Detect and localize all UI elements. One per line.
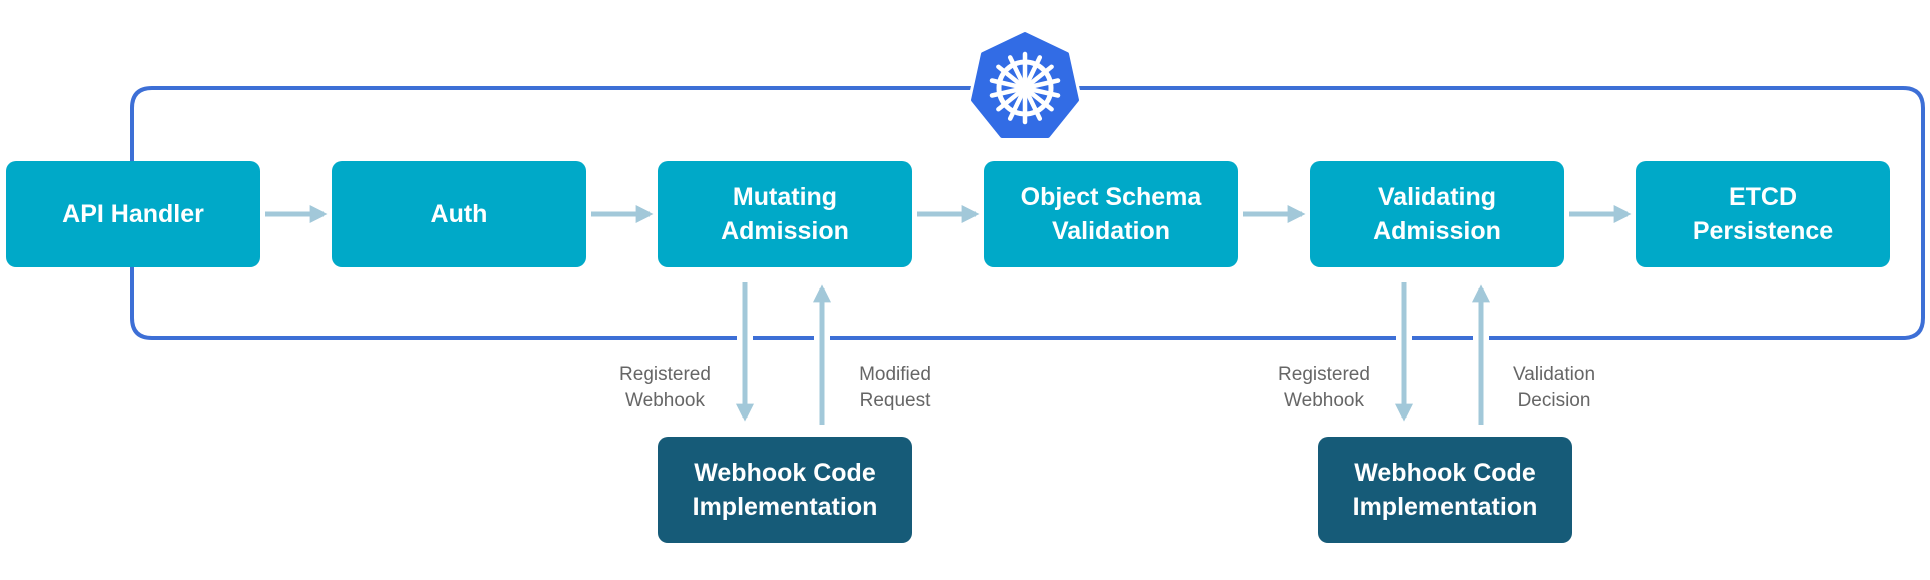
kubernetes-helm-icon [968,29,1082,141]
request-loop-outline [130,86,1925,340]
validating-webhook-implementation: Webhook Code Implementation [1318,437,1572,543]
mutating-webhook-implementation: Webhook Code Implementation [658,437,912,543]
mutating-registered-webhook-label: Registered Webhook [619,364,711,411]
stage-etcd-persistence: ETCD Persistence [1636,161,1890,267]
stage-auth: Auth [332,161,586,267]
stage-object-schema-validation: Object Schema Validation [984,161,1238,267]
stage-mutating-admission: Mutating Admission [658,161,912,267]
validating-registered-webhook-label: Registered Webhook [1278,364,1370,411]
stage-validating-admission: Validating Admission [1310,161,1564,267]
validation-decision-label: Validation Decision [1512,364,1596,411]
webhook-arrows [736,282,1490,425]
mutating-modified-request-label: Modified Request [859,364,931,411]
stage-api-handler: API Handler [6,161,260,267]
